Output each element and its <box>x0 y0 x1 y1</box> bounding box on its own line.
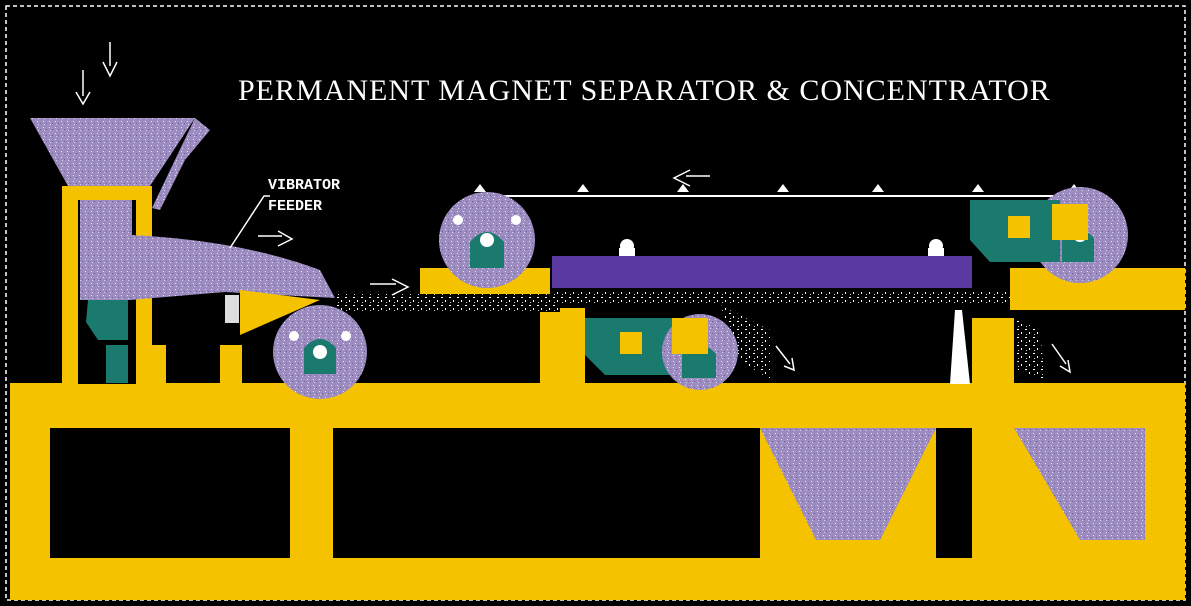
down-arrow-icon <box>102 42 118 78</box>
permanent-magnet <box>552 256 972 288</box>
label-leader-line <box>229 195 270 249</box>
splitter-blade <box>950 310 970 384</box>
vibrator-label: VIBRATOR <box>268 177 341 194</box>
diagonal-arrow-icon <box>775 345 795 372</box>
feed-pulley <box>273 305 367 399</box>
diagram-title: PERMANENT MAGNET SEPARATOR & CONCENTRATO… <box>238 74 1051 107</box>
feed-hopper <box>30 118 195 186</box>
left-arrow-icon <box>672 169 710 187</box>
feeder-label: FEEDER <box>268 198 323 215</box>
head-pulley <box>439 192 535 288</box>
right-arrow-icon <box>370 278 410 296</box>
diagonal-arrow-icon <box>1051 343 1072 374</box>
feeder-motor <box>86 300 128 340</box>
magnetic-hopper <box>1014 428 1145 540</box>
down-arrow-icon <box>75 70 91 106</box>
belt-cleats <box>474 184 1080 192</box>
lower-pulley <box>662 314 738 390</box>
right-arrow-icon <box>258 230 294 247</box>
vibrator-feeder-trough <box>130 235 335 300</box>
non-magnetic-hopper <box>760 428 936 540</box>
magnet-mounts <box>619 239 944 256</box>
